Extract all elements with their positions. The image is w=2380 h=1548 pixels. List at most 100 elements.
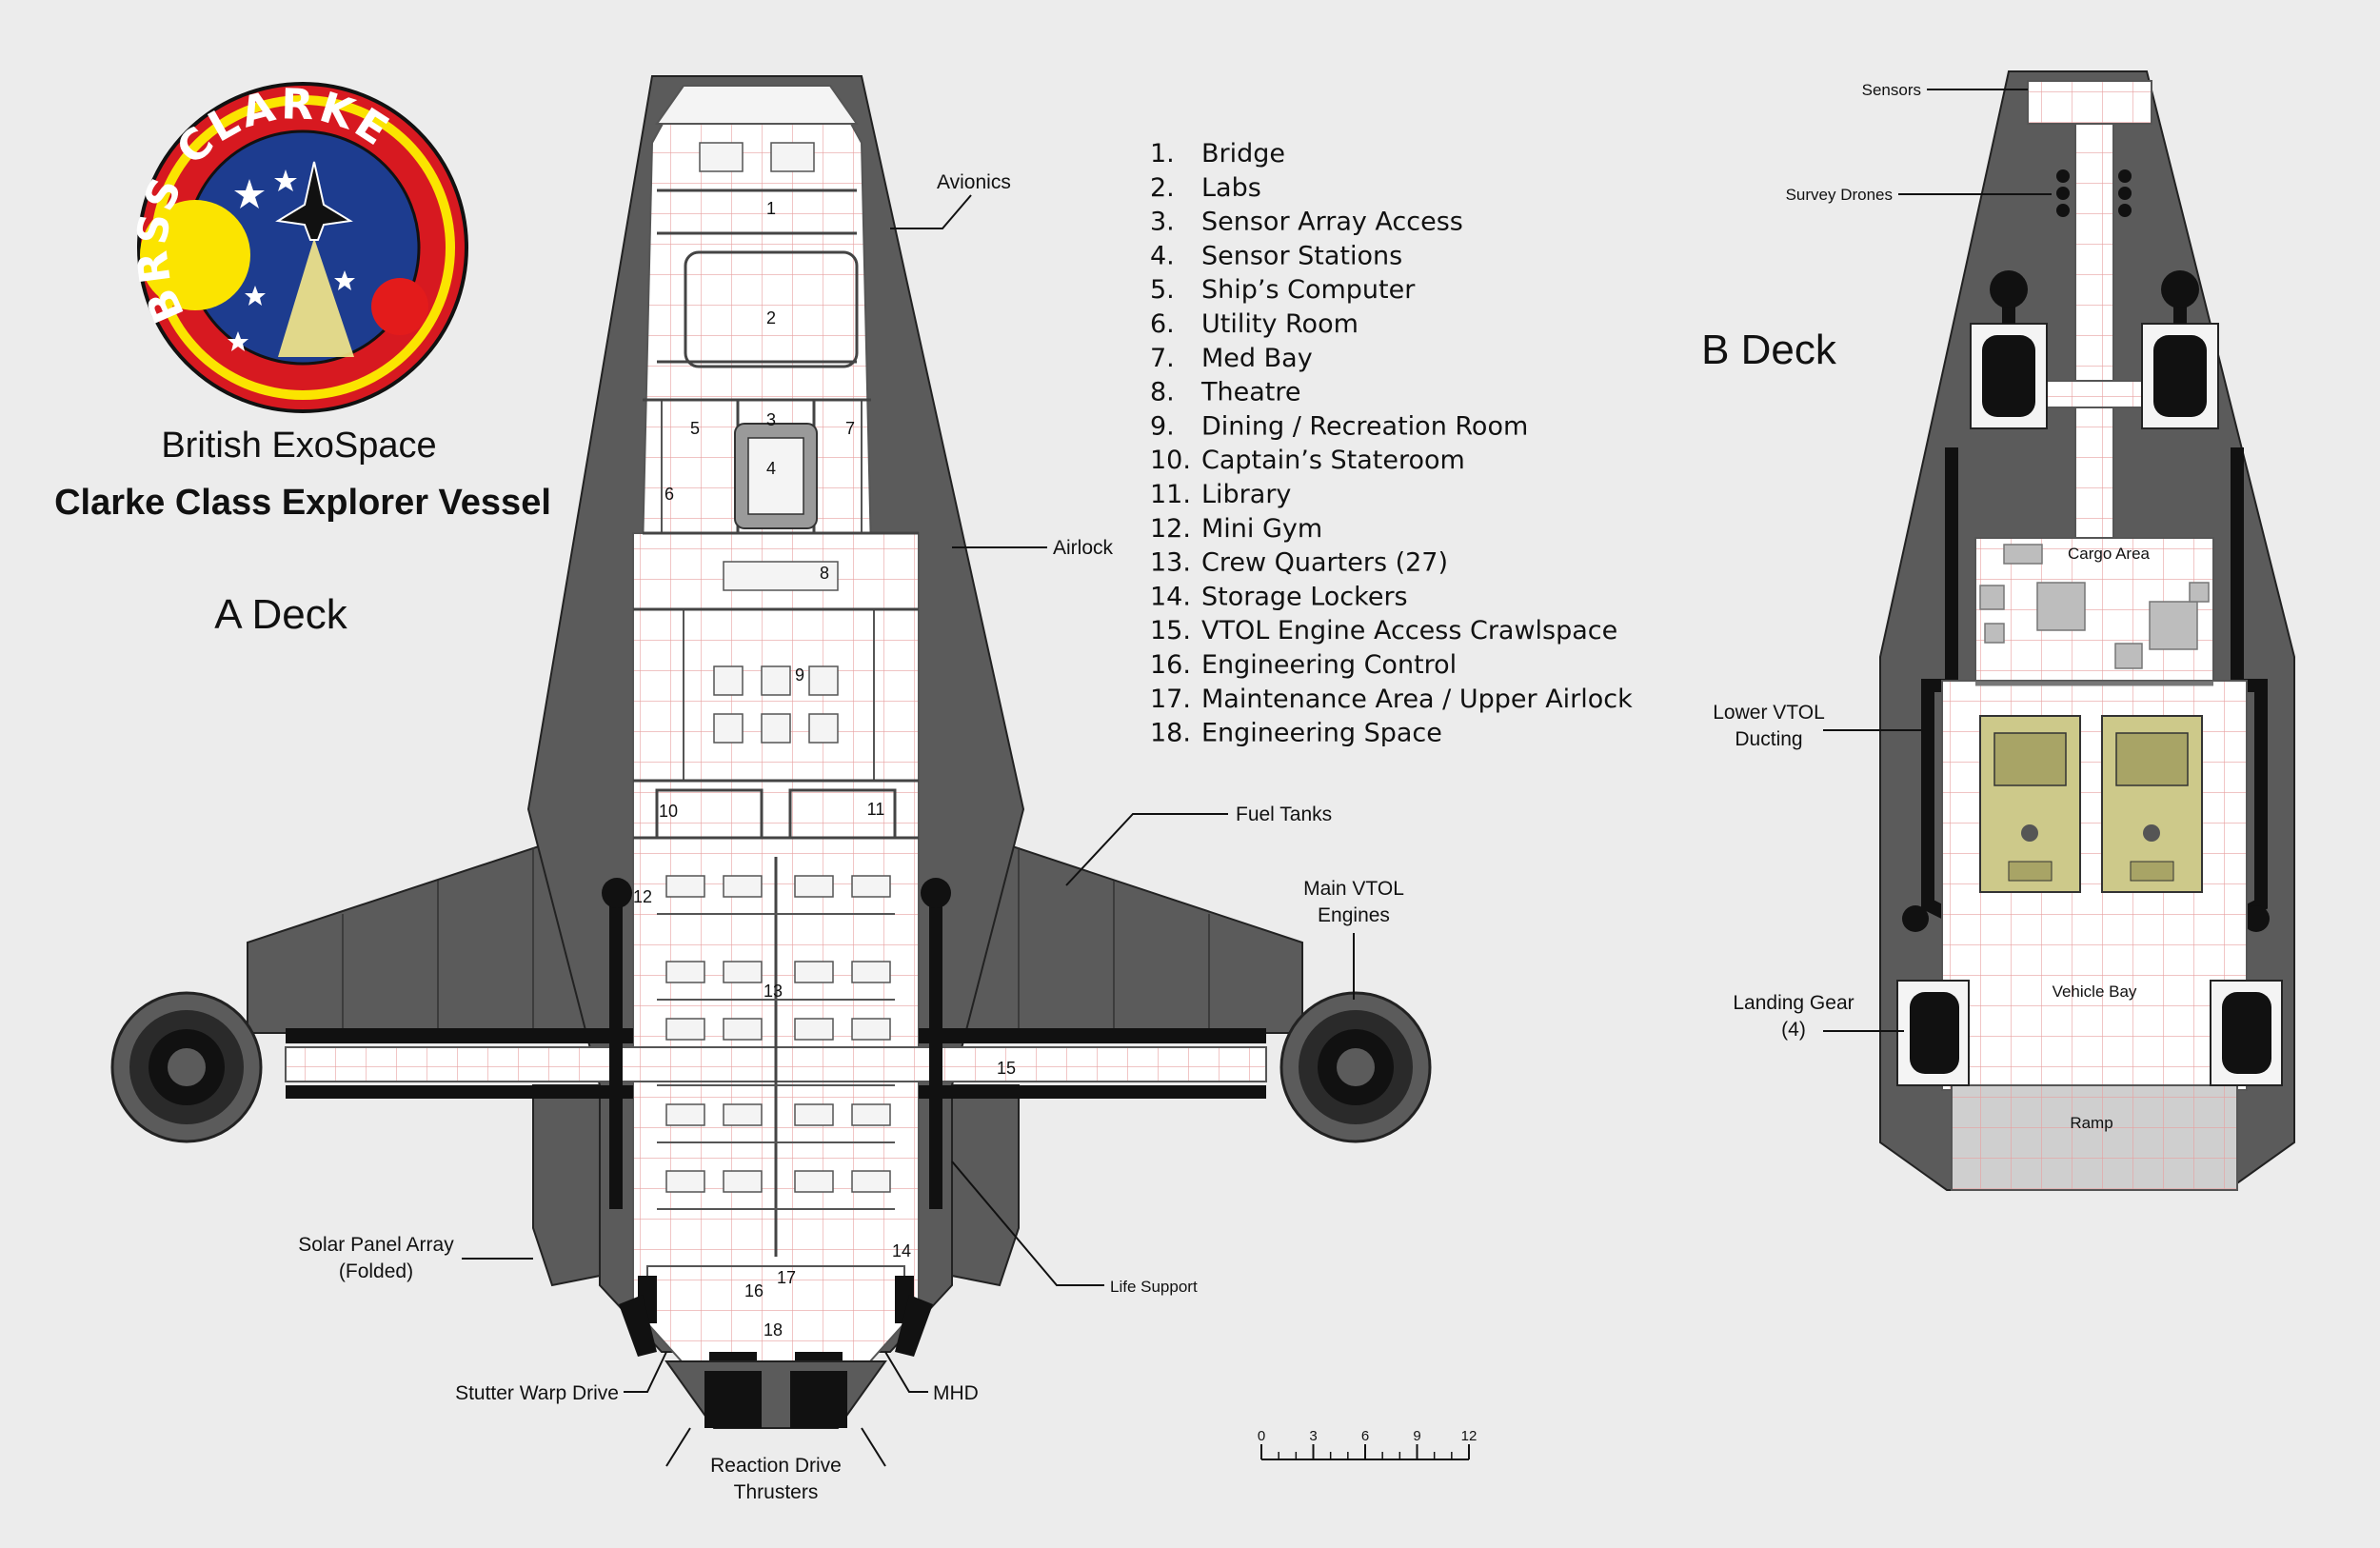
callout-landing-gear-2: (4) — [1781, 1019, 1806, 1041]
room-number-16: 16 — [744, 1281, 764, 1300]
legend-number: 7. — [1150, 344, 1175, 373]
deck-a-title: A Deck — [214, 591, 347, 638]
scale-tick-label: 6 — [1361, 1428, 1369, 1444]
callout-solar-2: (Folded) — [339, 1260, 413, 1282]
legend-number: 2. — [1150, 173, 1175, 203]
callout-life-support: Life Support — [1110, 1278, 1198, 1296]
legend-label: Crew Quarters (27) — [1201, 548, 1448, 578]
legend-number: 11. — [1150, 480, 1191, 509]
legend-number: 12. — [1150, 514, 1191, 544]
sensor-nose — [2027, 80, 2152, 125]
legend-label: Mini Gym — [1201, 514, 1322, 544]
legend-label: Ship’s Computer — [1201, 275, 1416, 305]
deck-b-title: B Deck — [1701, 327, 1837, 373]
ramp — [1951, 1084, 2238, 1191]
room-number-15: 15 — [997, 1059, 1016, 1078]
legend-label: Labs — [1201, 173, 1261, 203]
legend-label: Bridge — [1201, 139, 1285, 169]
legend-number: 1. — [1150, 139, 1175, 169]
legend-label: Storage Lockers — [1201, 582, 1408, 611]
legend-number: 4. — [1150, 241, 1175, 270]
room-number-7: 7 — [845, 419, 855, 438]
callout-lower-vtol-1: Lower VTOL — [1713, 702, 1825, 724]
scale-tick-label: 3 — [1309, 1428, 1317, 1444]
callout-reaction-1: Reaction Drive — [710, 1455, 842, 1477]
legend-label: Med Bay — [1201, 344, 1313, 373]
starboard-solar-array — [951, 1084, 1020, 1287]
legend-number: 15. — [1150, 616, 1191, 645]
room-number-13: 13 — [764, 982, 783, 1001]
legend-number: 16. — [1150, 650, 1191, 680]
port-solar-array — [532, 1084, 601, 1287]
scale-tick-label: 0 — [1258, 1428, 1265, 1444]
callout-avionics: Avionics — [937, 171, 1011, 193]
callout-stutter-warp: Stutter Warp Drive — [455, 1382, 619, 1404]
label-ramp: Ramp — [2070, 1114, 2112, 1132]
callout-survey-drones: Survey Drones — [1786, 186, 1893, 204]
legend-number: 13. — [1150, 548, 1191, 578]
callout-reaction-2: Thrusters — [734, 1481, 819, 1503]
legend-label: Theatre — [1200, 378, 1300, 407]
room-number-8: 8 — [820, 564, 829, 583]
callout-landing-gear-1: Landing Gear — [1733, 992, 1854, 1014]
room-number-1: 1 — [766, 199, 776, 218]
ship-silhouette-icon — [275, 161, 353, 241]
room-number-4: 4 — [766, 459, 776, 478]
deck-b-plan: Cargo Area Vehicle Bay Ramp Sensors Surv… — [1713, 70, 2295, 1191]
label-cargo-area: Cargo Area — [2068, 545, 2151, 563]
room-number-12: 12 — [633, 887, 652, 906]
scale-tick-label: 9 — [1413, 1428, 1420, 1444]
mission-badge: BRSS CLARKE — [128, 80, 468, 413]
org-name: British ExoSpace — [161, 426, 436, 466]
room-number-14: 14 — [892, 1241, 911, 1260]
room-number-10: 10 — [659, 802, 678, 821]
scale-bar: 0 3 6 9 12 — [1258, 1428, 1478, 1460]
callout-mhd: MHD — [933, 1382, 979, 1404]
red-planet-icon — [371, 278, 428, 335]
legend-number: 17. — [1150, 685, 1191, 714]
vessel-class-title: Clarke Class Explorer Vessel — [54, 483, 551, 523]
room-number-6: 6 — [664, 485, 674, 504]
scale-tick-label: 12 — [1461, 1428, 1478, 1444]
landing-gear-icon — [1910, 992, 1959, 1074]
legend-label: Sensor Array Access — [1201, 208, 1463, 237]
legend-label: Captain’s Stateroom — [1201, 446, 1465, 475]
callout-lower-vtol-2: Ducting — [1735, 728, 1802, 750]
legend-number: 5. — [1150, 275, 1175, 305]
yellow-planet-icon — [140, 200, 250, 310]
callout-sensors: Sensors — [1862, 81, 1921, 99]
callout-fuel-tanks: Fuel Tanks — [1236, 804, 1332, 825]
legend-label: VTOL Engine Access Crawlspace — [1201, 616, 1617, 645]
room-number-5: 5 — [690, 419, 700, 438]
port-vtol-engine — [110, 991, 263, 1143]
legend-number: 10. — [1150, 446, 1191, 475]
legend-number: 3. — [1150, 208, 1175, 237]
callout-airlock: Airlock — [1053, 537, 1114, 559]
legend-label: Utility Room — [1201, 309, 1359, 339]
callout-main-vtol-1: Main VTOL — [1303, 878, 1404, 900]
deck-a-callouts: Avionics Airlock Fuel Tanks Main VTOL En… — [298, 171, 1404, 1503]
legend-label: Library — [1201, 480, 1291, 509]
spine-corridor — [2074, 123, 2114, 544]
room-number-17: 17 — [777, 1268, 796, 1287]
legend-label: Engineering Control — [1201, 650, 1457, 680]
legend-number: 14. — [1150, 582, 1191, 611]
vtol-vehicle-2 — [2101, 715, 2203, 893]
callout-solar-1: Solar Panel Array — [298, 1234, 454, 1256]
starboard-vtol-engine — [1279, 991, 1432, 1143]
legend-number: 8. — [1150, 378, 1175, 407]
legend-label: Maintenance Area / Upper Airlock — [1201, 685, 1633, 714]
legend-number: 18. — [1150, 719, 1191, 748]
vtol-vehicle-1 — [1979, 715, 2081, 893]
room-number-3: 3 — [766, 410, 776, 429]
callout-main-vtol-2: Engines — [1318, 904, 1390, 926]
deck-a-plan: 1 2 3 4 5 6 7 8 9 10 11 12 13 14 15 16 1… — [110, 75, 1432, 1503]
legend-number: 9. — [1150, 411, 1175, 441]
room-number-9: 9 — [795, 665, 804, 685]
label-vehicle-bay: Vehicle Bay — [2053, 982, 2137, 1001]
room-number-2: 2 — [766, 308, 776, 327]
legend-number: 6. — [1150, 309, 1175, 339]
